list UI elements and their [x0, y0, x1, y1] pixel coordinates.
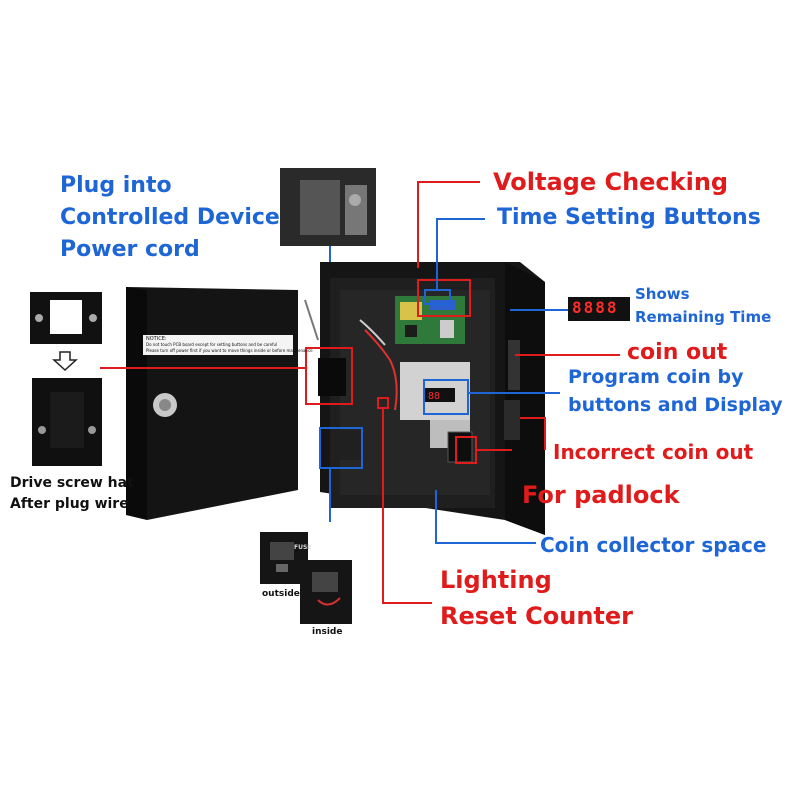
outside-caption: outside [262, 589, 300, 599]
led-display [568, 297, 630, 321]
shows-label-line2: Remaining Time [635, 308, 772, 326]
plug-label-line3: Power cord [60, 237, 200, 262]
voltage-label: Voltage Checking [493, 168, 729, 196]
inside-caption: inside [312, 627, 343, 637]
door-interior-inset [32, 378, 102, 466]
inside-socket-inset [300, 560, 352, 624]
notice-line2: Please turn off power first if you want … [146, 348, 313, 353]
padlock-label: For padlock [522, 481, 680, 509]
shows-label-line1: Shows [635, 285, 690, 303]
lighting-label: Lighting [440, 566, 552, 594]
square-plate-inset [30, 292, 102, 344]
drive-screw-label-line1: Drive screw hat [10, 475, 134, 491]
time-buttons-label: Time Setting Buttons [497, 205, 761, 230]
collector-label: Coin collector space [540, 533, 767, 557]
program-label-line2: buttons and Display [568, 394, 783, 416]
led-digits: 8888 [572, 298, 619, 317]
drive-screw-label-line2: After plug wire [10, 496, 129, 512]
inside-power-socket [330, 430, 362, 460]
plug-label-line2: Controlled Device [60, 205, 280, 230]
notice-line1: Do not touch PCB board except for settin… [146, 342, 278, 347]
down-arrow-icon [52, 351, 78, 372]
program-label-line1: Program coin by [568, 366, 744, 388]
coin-out-label: coin out [627, 340, 728, 365]
incorrect-coin-label: Incorrect coin out [553, 440, 754, 464]
cabinet-door [126, 287, 346, 520]
plug-label-line1: Plug into [60, 173, 172, 198]
side-coin-slot [508, 340, 520, 390]
power-cord-inset-photo [280, 168, 376, 246]
fuse-label: FUSE [294, 544, 312, 551]
return-coin-slot [504, 400, 520, 440]
svg-text:88: 88 [428, 391, 440, 402]
notice-title: NOTICE: [146, 336, 167, 342]
reset-counter-label: Reset Counter [440, 602, 634, 630]
